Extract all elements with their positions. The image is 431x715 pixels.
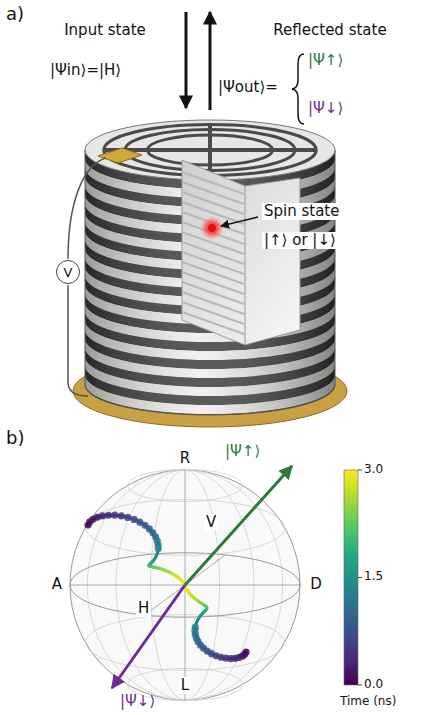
trajectory [84,512,185,585]
cutaway-layer [182,182,244,204]
cutaway-layer [182,302,244,324]
cutaway-layer [182,172,244,194]
trajectory-segment [201,611,205,615]
top-trench-ring [104,125,317,176]
brace [292,54,304,124]
bloch-sphere [70,466,300,701]
axis-label: R [180,450,190,467]
colorbar-tick-label: 3.0 [364,463,383,477]
colorbar-tick-label: 0.0 [364,678,383,692]
trajectory-segment [148,562,151,565]
micropillar [73,120,347,427]
state-label: |Ψ↓⟩ [308,100,343,117]
trajectory-segment [148,563,151,566]
cutaway-edge [245,186,246,345]
axis-label: H [136,600,151,617]
trajectory-segment [205,606,208,609]
callout-text: |↑⟩ or |↓⟩ [262,232,338,249]
cutaway-layer [182,192,244,214]
state-label: |Ψin⟩=|H⟩ [50,62,121,79]
cutaway-layer [182,282,244,304]
colorbar [344,470,358,685]
colorbar-tick [358,577,362,578]
trajectory-segment [150,560,154,564]
sphere-outline [70,470,300,700]
colorbar-tick-label: 1.5 [364,570,383,584]
callout-text: Spin state [262,203,341,220]
spin-glow [200,216,224,240]
state-label: |Ψ↑⟩ [225,443,260,460]
voltmeter-symbol: V [64,266,73,279]
state-vector-down [112,585,185,688]
cutaway-layer [182,242,244,264]
state-vector-up [185,466,292,585]
top-trench [208,125,212,176]
trajectory-segment [151,559,155,563]
colorbar-tick [358,685,362,686]
trajectory-segment [152,559,156,563]
cutaway-layer [182,272,244,294]
quantum-dot [208,224,216,232]
panel-label: b) [6,428,24,449]
wire [68,158,106,259]
trajectory-segment [149,562,153,566]
pillar-shading [85,150,335,415]
caption-text: Reflected state [273,22,386,39]
cutaway [182,160,300,345]
state-label: |Ψout⟩= [218,79,278,96]
gold-contact [98,148,142,163]
cutaway-layer [182,262,244,284]
colorbar-tick [358,470,362,471]
state-label: |Ψ↑⟩ [308,52,343,69]
axis-label: A [50,576,64,593]
leader-arrow [221,217,258,226]
pillar-top [85,120,335,180]
voltmeter: V [56,260,80,284]
axis-label: D [308,576,324,593]
axis-label: V [204,514,218,531]
colorbar-title: Time (ns) [340,695,396,709]
trajectory [185,585,250,662]
axis-label: L [179,677,191,694]
cutaway-layer [182,252,244,274]
cutaway-layer [182,292,244,314]
panel-label: a) [6,4,24,25]
wire [68,285,88,396]
cutaway-layer [182,312,244,334]
trajectory-segment [149,561,153,565]
trajectory-segment [202,610,206,614]
output-arrow [209,12,212,110]
state-label: |Ψ↓⟩ [120,693,155,710]
caption-text: Input state [64,22,146,39]
input-arrow [185,12,188,108]
trajectory-segment [200,612,204,616]
